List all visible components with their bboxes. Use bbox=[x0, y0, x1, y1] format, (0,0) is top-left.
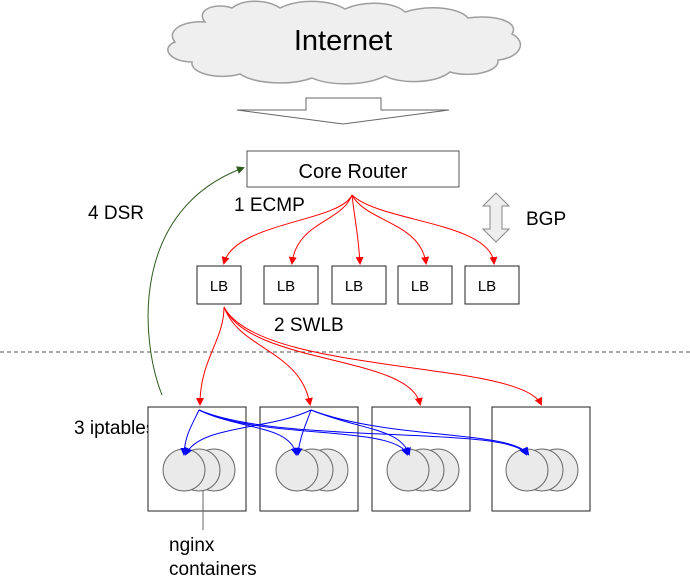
core-router: Core Router bbox=[246, 150, 460, 188]
lb-group: LB LB LB LB LB bbox=[196, 265, 520, 305]
lb-box: LB bbox=[196, 265, 242, 305]
ecmp-arrows bbox=[221, 194, 498, 265]
iptables-arrow bbox=[294, 409, 312, 456]
swlb-arrow bbox=[196, 306, 225, 406]
container-stack bbox=[275, 448, 349, 492]
lb-box: LB bbox=[331, 265, 387, 305]
ecmp-arrow bbox=[351, 194, 364, 265]
ecmp-arrow bbox=[221, 194, 353, 265]
internet-label: Internet bbox=[294, 25, 392, 57]
swlb-arrows bbox=[196, 306, 542, 406]
swlb-arrow bbox=[223, 306, 313, 406]
lb-label: LB bbox=[411, 278, 429, 295]
host-box bbox=[147, 406, 247, 512]
ecmp-label: 1 ECMP bbox=[234, 195, 305, 216]
lb-box: LB bbox=[464, 265, 520, 305]
dsr-arrow bbox=[147, 166, 245, 396]
iptables-arrow bbox=[198, 409, 409, 456]
container-stack bbox=[386, 448, 460, 492]
nginx-label-line2: containers bbox=[169, 559, 257, 578]
nginx-label-line1: nginx bbox=[169, 535, 215, 556]
iptables-arrow bbox=[310, 409, 530, 456]
lb-box: LB bbox=[263, 265, 319, 305]
bgp-label: BGP bbox=[526, 209, 566, 230]
lb-label: LB bbox=[345, 278, 363, 295]
lb-label: LB bbox=[478, 278, 496, 295]
lb-label: LB bbox=[210, 278, 228, 295]
host-box bbox=[491, 406, 591, 512]
iptables-arrow bbox=[198, 409, 527, 456]
lb-label: LB bbox=[277, 278, 295, 295]
internet-down-arrow bbox=[236, 97, 450, 125]
container-stack bbox=[162, 448, 236, 492]
ecmp-arrow bbox=[351, 194, 430, 265]
container-stack bbox=[505, 448, 579, 492]
core-router-label: Core Router bbox=[299, 161, 408, 183]
host-box bbox=[259, 406, 359, 512]
iptables-arrow bbox=[185, 409, 312, 456]
swlb-arrow bbox=[223, 306, 423, 406]
host-box bbox=[371, 406, 471, 512]
ecmp-arrow bbox=[351, 194, 498, 265]
iptables-arrow bbox=[180, 409, 200, 456]
ecmp-arrow bbox=[288, 194, 353, 265]
lb-box: LB bbox=[397, 265, 453, 305]
internet-cloud: Internet bbox=[167, 0, 522, 85]
iptables-label: 3 iptables bbox=[74, 418, 155, 439]
dsr-label: 4 DSR bbox=[88, 203, 144, 224]
iptables-arrows bbox=[180, 409, 530, 456]
swlb-arrow bbox=[223, 306, 542, 406]
swlb-label: 2 SWLB bbox=[274, 315, 344, 336]
bgp-double-arrow bbox=[481, 192, 511, 243]
